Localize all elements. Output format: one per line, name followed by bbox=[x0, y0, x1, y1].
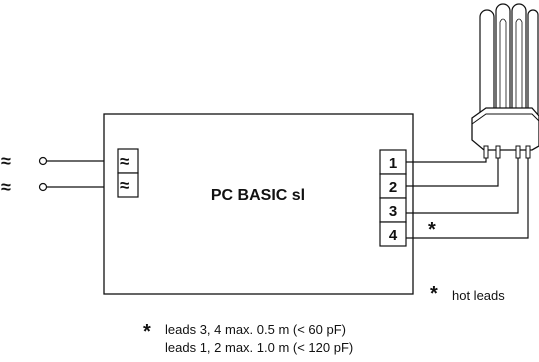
output-terminal-1 bbox=[379, 149, 407, 175]
input-terminal-symbol-2: ≈ bbox=[120, 176, 129, 195]
device-label: PC BASIC sl bbox=[211, 187, 305, 204]
note-line-1: leads 3, 4 max. 0.5 m (< 60 pF) bbox=[165, 322, 346, 337]
lamp-base bbox=[471, 107, 539, 151]
mains-terminal-circle-1 bbox=[38, 156, 48, 166]
output-terminal-label-4: 4 bbox=[389, 227, 398, 244]
device-box bbox=[103, 113, 414, 295]
input-terminal-symbol-1: ≈ bbox=[120, 152, 129, 171]
lamp-base-edge bbox=[471, 113, 539, 125]
output-terminal-4 bbox=[379, 221, 407, 247]
mains-symbol-2: ≈ bbox=[1, 177, 11, 197]
output-wires bbox=[406, 158, 529, 239]
input-terminal-2 bbox=[117, 172, 139, 198]
output-terminal-label-1: 1 bbox=[389, 155, 397, 172]
legend-asterisk: * bbox=[430, 283, 438, 305]
lamp-tube-highlights bbox=[499, 18, 523, 125]
legend-hot-leads: hot leads bbox=[452, 288, 505, 303]
note-line-2: leads 1, 2 max. 1.0 m (< 120 pF) bbox=[165, 340, 353, 355]
output-terminal-label-2: 2 bbox=[389, 179, 397, 196]
hot-lead-asterisk: * bbox=[428, 219, 436, 241]
mains-terminal-circle-2 bbox=[38, 182, 48, 192]
output-terminal-3 bbox=[379, 197, 407, 223]
lamp-tubes bbox=[479, 3, 539, 129]
note-asterisk: * bbox=[143, 321, 151, 343]
output-terminal-label-3: 3 bbox=[389, 203, 397, 220]
mains-symbol-1: ≈ bbox=[1, 151, 11, 171]
